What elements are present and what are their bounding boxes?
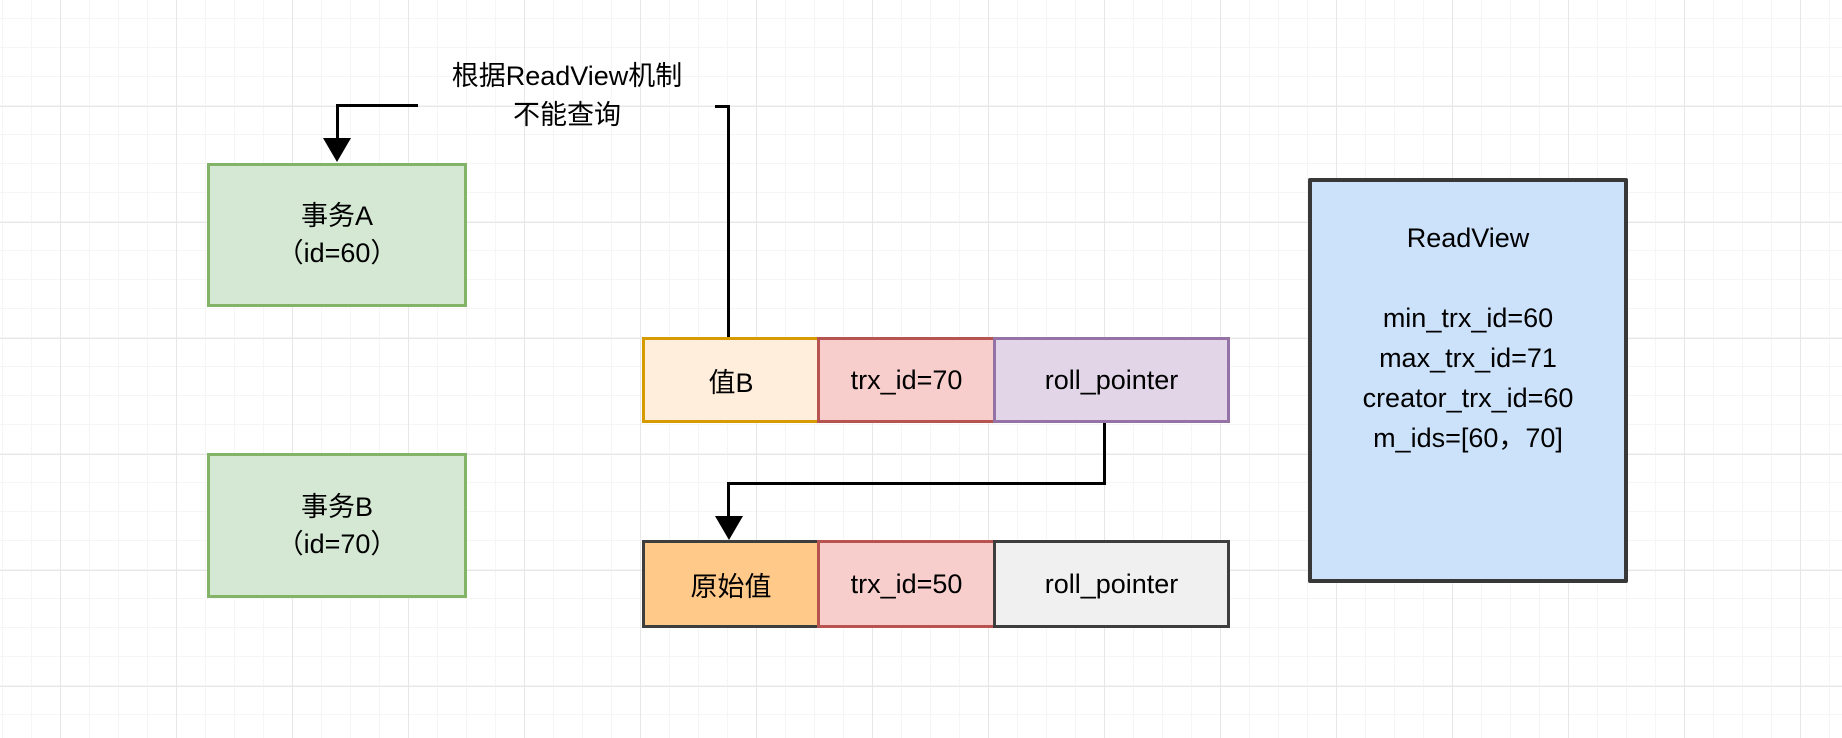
readview-max-trx-id: max_trx_id=71	[1379, 343, 1557, 373]
cell-trx-id-70: trx_id=70	[817, 337, 996, 423]
connector-annotation-to-value-b-vertical	[727, 105, 730, 337]
cell-original-value: 原始值	[642, 540, 820, 628]
transaction-a-id: （id=60）	[276, 238, 398, 268]
annotation-line2: 不能查询	[513, 100, 621, 130]
cell-value-b: 值B	[642, 337, 820, 423]
connector-rollpointer-horizontal	[727, 482, 1106, 485]
connector-annotation-to-value-b-stub	[715, 105, 730, 108]
transaction-b-box: 事务B （id=70）	[207, 453, 467, 598]
cell-roll-pointer-current: roll_pointer	[993, 337, 1230, 423]
record-row-current: 值B trx_id=70 roll_pointer	[642, 337, 1230, 423]
arrowhead-to-tx-a-icon	[323, 138, 351, 162]
transaction-a-box: 事务A （id=60）	[207, 163, 467, 307]
record-row-undo: 原始值 trx_id=50 roll_pointer	[642, 540, 1230, 628]
annotation-text: 根据ReadView机制 不能查询	[407, 57, 727, 135]
connector-annotation-to-tx-a-horizontal	[337, 104, 418, 107]
transaction-b-name: 事务B	[300, 491, 373, 522]
cell-roll-pointer-undo: roll_pointer	[993, 540, 1230, 628]
readview-title: ReadView	[1406, 223, 1530, 253]
connector-rollpointer-to-undo-vertical	[727, 482, 730, 518]
readview-min-trx-id: min_trx_id=60	[1382, 303, 1554, 333]
connector-rollpointer-drop	[1103, 423, 1106, 485]
readview-spacer	[1312, 258, 1624, 298]
transaction-a-name: 事务A	[300, 201, 373, 231]
transaction-b-id: （id=70）	[276, 528, 398, 559]
cell-trx-id-50: trx_id=50	[817, 540, 996, 628]
readview-box: ReadView min_trx_id=60 max_trx_id=71 cre…	[1308, 178, 1628, 583]
arrowhead-to-undo-row-icon	[715, 516, 743, 540]
annotation-line1: 根据ReadView机制	[451, 61, 683, 91]
readview-m-ids: m_ids=[60，70]	[1373, 423, 1563, 453]
readview-creator-trx-id: creator_trx_id=60	[1362, 383, 1574, 413]
connector-annotation-to-tx-a-vertical	[336, 104, 339, 140]
